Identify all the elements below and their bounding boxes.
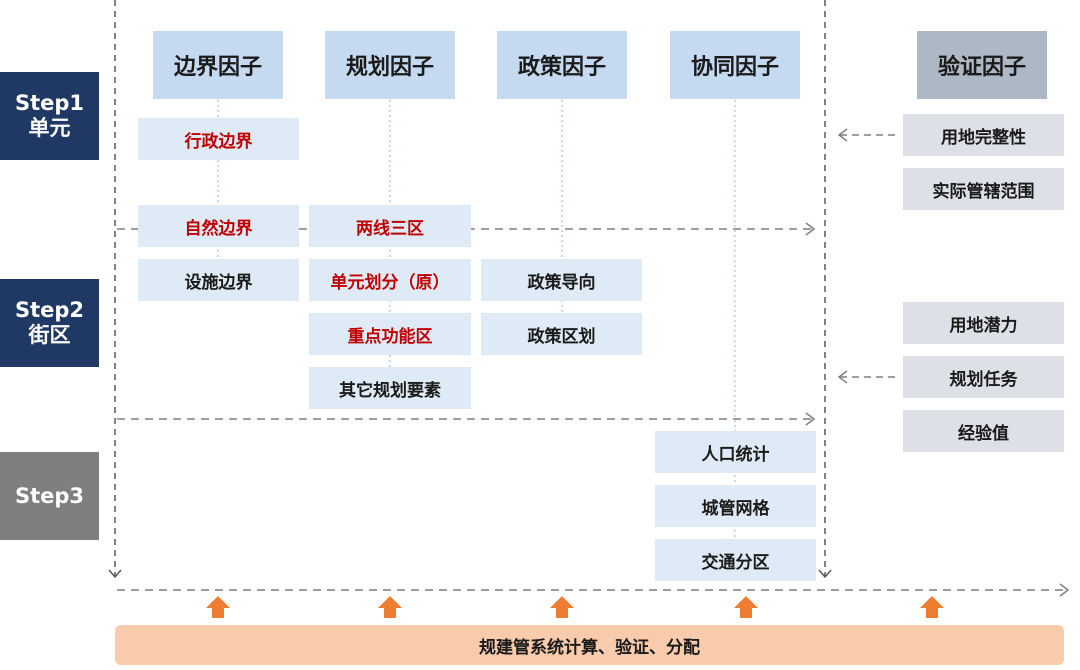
step2-title: Step2 [14,298,85,322]
step2-divider-arrowhead [805,412,816,426]
item-experience-value: 经验值 [903,410,1064,452]
item-two-lines-three-zones: 两线三区 [309,205,471,247]
step3-label: Step3 [0,452,99,540]
step2-label: Step2 街区 [0,279,99,367]
item-policy-guidance: 政策导向 [481,259,642,301]
header-policy-factor: 政策因子 [497,31,627,99]
left-dashed-arrowhead [108,569,122,579]
item-land-potential: 用地潜力 [903,302,1064,344]
up-arrow-3 [550,596,574,618]
step1-label: Step1 单元 [0,72,99,160]
step1-subtitle: 单元 [28,116,71,140]
bottom-dashed-arrowhead [1059,583,1070,597]
validation-feedback-arrowhead-2 [837,370,848,384]
item-unit-division: 单元划分（原） [309,259,471,301]
item-facility-boundary: 设施边界 [138,259,299,301]
up-arrow-5 [920,596,944,618]
item-urban-management-grid: 城管网格 [655,485,816,527]
item-population-statistics: 人口统计 [655,431,816,473]
right-dashed-arrowhead [818,569,832,579]
header-planning-factor: 规划因子 [325,31,455,99]
item-admin-boundary: 行政边界 [138,118,299,160]
step3-title: Step3 [14,483,85,508]
item-other-planning-elements: 其它规划要素 [309,367,471,409]
item-planning-task: 规划任务 [903,356,1064,398]
item-policy-zoning: 政策区划 [481,313,642,355]
item-traffic-zone: 交通分区 [655,539,816,581]
header-boundary-factor: 边界因子 [153,31,283,99]
up-arrow-4 [734,596,758,618]
item-key-function-zone: 重点功能区 [309,313,471,355]
header-validation-factor: 验证因子 [917,31,1047,99]
item-actual-jurisdiction: 实际管辖范围 [903,168,1064,210]
up-arrow-2 [378,596,402,618]
item-land-integrity: 用地完整性 [903,114,1064,156]
bottom-system-bar: 规建管系统计算、验证、分配 [115,625,1064,665]
item-natural-boundary: 自然边界 [138,205,299,247]
step1-divider-arrowhead [805,222,816,236]
orange-up-arrows [206,596,944,618]
up-arrow-1 [206,596,230,618]
validation-feedback-arrowhead-1 [837,128,848,142]
step2-subtitle: 街区 [28,323,71,347]
step1-title: Step1 [14,91,85,115]
header-synergy-factor: 协同因子 [670,31,800,99]
